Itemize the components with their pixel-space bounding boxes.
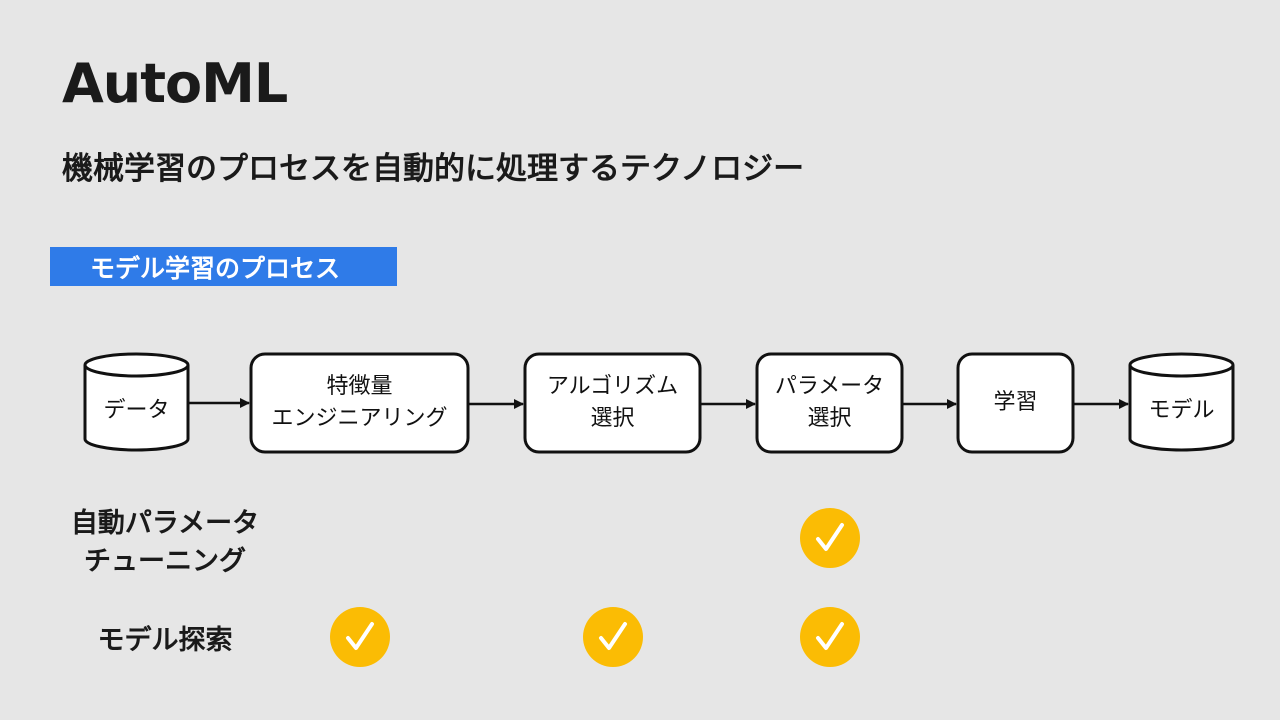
node-label-model: モデル (1148, 398, 1215, 423)
database-cylinder-data (83, 352, 190, 452)
section-label: モデル学習のプロセス (50, 247, 397, 286)
process-box-parameter (755, 352, 904, 454)
node-label-feature: 特徴量エンジニアリング (271, 374, 448, 431)
row-label-model-search: モデル探索 (97, 625, 233, 656)
process-box-algorithm (523, 352, 702, 454)
node-label-parameter: パラメータ選択 (774, 374, 885, 431)
checkmark-icon (582, 607, 643, 667)
database-cylinder-model (1128, 352, 1235, 452)
node-label-training: 学習 (993, 390, 1038, 415)
checkmark-icon (329, 607, 390, 667)
page-subtitle: 機械学習のプロセスを自動的に処理するテクノロジー (62, 151, 805, 187)
process-box-training (956, 352, 1075, 454)
checkmark-icon (799, 508, 860, 568)
row-label-auto-param: 自動パラメータチューニング (70, 508, 260, 577)
section-label-text: モデル学習のプロセス (90, 253, 341, 283)
checkmark-icon (799, 607, 860, 667)
page-title: AutoML (62, 52, 288, 115)
process-box-feature (249, 352, 470, 454)
node-label-data: データ (103, 398, 170, 423)
node-label-algorithm: アルゴリズム選択 (546, 374, 679, 431)
